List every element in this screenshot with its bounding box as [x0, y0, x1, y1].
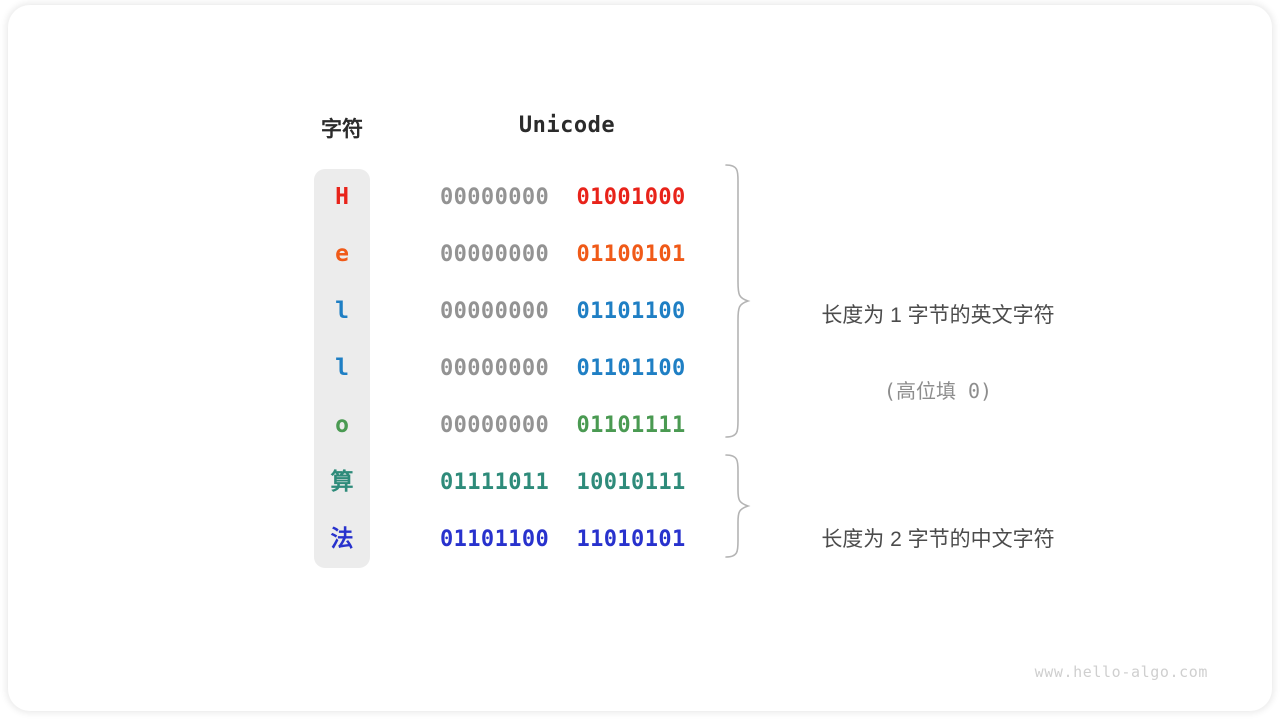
- annotation-single-byte-sub: (高位填 0): [883, 379, 993, 403]
- table-row: l 00000000 01101100: [314, 340, 754, 397]
- column-header-character: 字符: [321, 118, 363, 141]
- row-low-byte: 01101100: [576, 356, 686, 381]
- row-low-byte: 01101100: [576, 299, 686, 324]
- row-high-byte: 00000000: [440, 413, 550, 438]
- row-high-byte: 01111011: [440, 470, 550, 495]
- table-row: e 00000000 01100101: [314, 226, 754, 283]
- byte-separator: [549, 470, 576, 495]
- row-unicode-bits: 00000000 01101111: [440, 397, 720, 454]
- row-low-byte: 01101111: [576, 413, 686, 438]
- row-low-byte: 01100101: [576, 242, 686, 267]
- row-low-byte: 10010111: [576, 470, 686, 495]
- annotation-single-byte: 长度为 1 字节的英文字符 (高位填 0): [778, 263, 1098, 440]
- row-unicode-bits: 01101100 11010101: [440, 511, 720, 568]
- row-low-byte: 01001000: [576, 185, 686, 210]
- table-row: 法 01101100 11010101: [314, 511, 754, 568]
- row-character: e: [335, 241, 349, 267]
- row-unicode-bits: 00000000 01100101: [440, 226, 720, 283]
- row-high-byte: 00000000: [440, 185, 550, 210]
- row-high-byte: 00000000: [440, 299, 550, 324]
- table-row: H 00000000 01001000: [314, 169, 754, 226]
- byte-separator: [549, 299, 576, 324]
- row-unicode-bits: 00000000 01101100: [440, 283, 720, 340]
- byte-separator: [549, 527, 576, 552]
- row-unicode-bits: 00000000 01101100: [440, 340, 720, 397]
- character-column-background: [314, 169, 370, 568]
- row-high-byte: 00000000: [440, 356, 550, 381]
- byte-separator: [549, 356, 576, 381]
- row-low-byte: 11010101: [576, 527, 686, 552]
- annotation-double-byte-main: 长度为 2 字节的中文字符: [821, 528, 1055, 551]
- table-row: o 00000000 01101111: [314, 397, 754, 454]
- row-character: o: [335, 412, 349, 438]
- watermark-url: www.hello-algo.com: [1034, 663, 1208, 681]
- table-row: l 00000000 01101100: [314, 283, 754, 340]
- encoding-table: 字符 Unicode H 00000000 01001000 e 00000000 0…: [314, 113, 754, 583]
- row-character: 算: [330, 469, 354, 495]
- row-unicode-bits: 00000000 01001000: [440, 169, 720, 226]
- row-character: l: [335, 355, 349, 381]
- row-character: H: [335, 184, 349, 210]
- figure-card: 字符 Unicode H 00000000 01001000 e 00000000 0…: [8, 5, 1272, 711]
- row-high-byte: 00000000: [440, 242, 550, 267]
- row-unicode-bits: 01111011 10010111: [440, 454, 720, 511]
- annotation-single-byte-main: 长度为 1 字节的英文字符: [821, 304, 1055, 327]
- row-character: 法: [330, 526, 354, 552]
- byte-separator: [549, 185, 576, 210]
- byte-separator: [549, 413, 576, 438]
- row-character: l: [335, 298, 349, 324]
- row-high-byte: 01101100: [440, 527, 550, 552]
- annotation-double-byte: 长度为 2 字节的中文字符: [778, 487, 1098, 589]
- column-header-unicode: Unicode: [518, 113, 616, 138]
- byte-separator: [549, 242, 576, 267]
- table-row: 算 01111011 10010111: [314, 454, 754, 511]
